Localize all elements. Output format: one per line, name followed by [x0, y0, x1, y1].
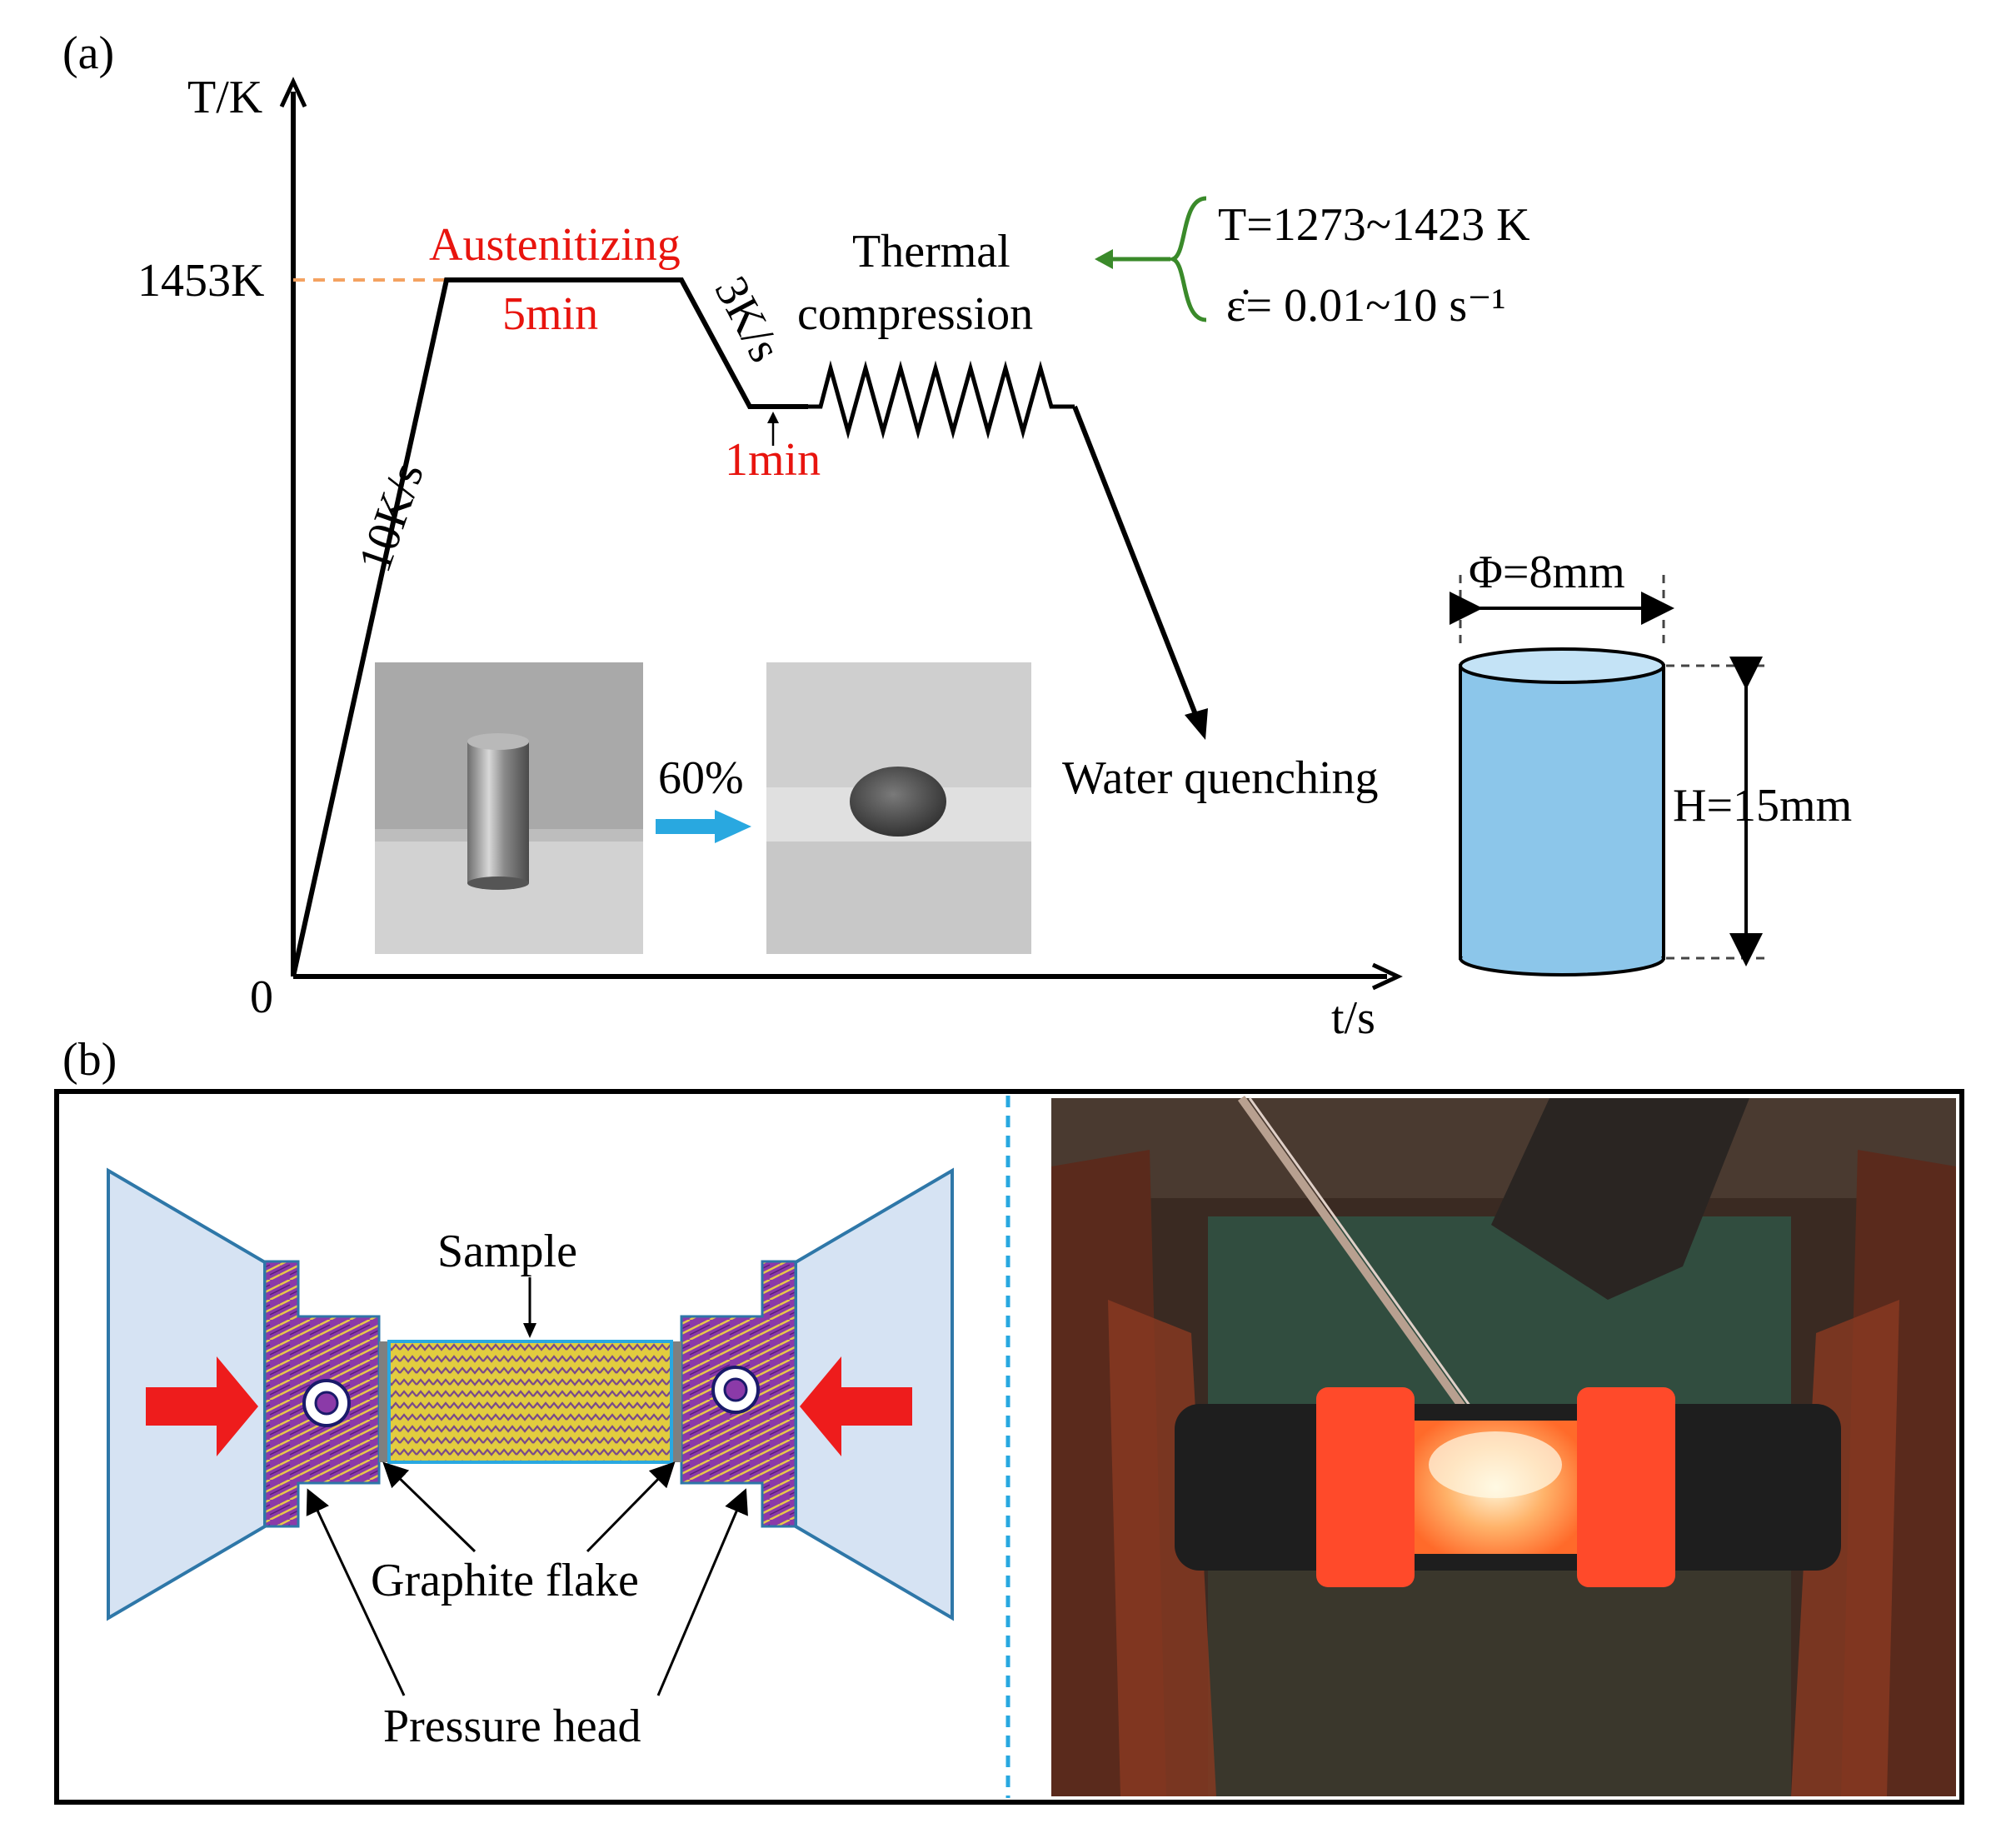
graphite-leader-right [586, 1461, 676, 1553]
photo-compressed-specimen [766, 662, 1031, 954]
panel-a-label: (a) [62, 27, 114, 79]
thermal-label-1: Thermal [852, 226, 1010, 277]
specimen-cylinder [1459, 647, 1665, 976]
graphite-label: Graphite flake [371, 1555, 639, 1606]
water-quenching-label: Water quenching [1062, 752, 1379, 804]
panel-b-frame [54, 1089, 1964, 1805]
right-force-arrow [800, 1356, 912, 1456]
pressure-head-leader-right [656, 1488, 748, 1696]
quench-arrowhead [1185, 708, 1208, 740]
green-arrow-head [1095, 249, 1113, 269]
x-axis-arrowhead [1371, 962, 1403, 991]
sample-label: Sample [437, 1226, 577, 1277]
photo-original-specimen [375, 662, 643, 954]
left-force-arrow [146, 1356, 258, 1456]
photo-hot-compression [1051, 1096, 1956, 1796]
cyan-arrow-head [715, 810, 751, 843]
height-label: H=15mm [1673, 780, 1852, 832]
x-axis-label: t/s [1331, 992, 1375, 1044]
left-bolt [302, 1379, 351, 1427]
panel-b-label: (b) [62, 1034, 117, 1086]
right-graphite-flake [671, 1341, 681, 1462]
y-axis-arrowhead [279, 77, 307, 108]
origin-label: 0 [250, 971, 273, 1023]
hold-pointer-head [767, 412, 779, 423]
pressure-head-leader-left [306, 1488, 406, 1696]
temperature-range-label: T=1273~1423 K [1218, 199, 1530, 251]
sample-block [387, 1340, 673, 1464]
compression-zigzag [808, 360, 1075, 440]
hold-time-label: 1min [725, 434, 821, 486]
cyan-arrow-shaft [656, 819, 718, 834]
austenitizing-time-label: 5min [502, 288, 598, 340]
strain-rate-label: ε̇= 0.01~10 s⁻¹ [1226, 280, 1506, 332]
left-graphite-flake [379, 1341, 389, 1462]
graphite-leader-left [382, 1461, 477, 1553]
y-axis-label: T/K [187, 72, 262, 123]
right-bolt [711, 1366, 760, 1414]
quench-line [1072, 405, 1202, 727]
thermal-label-2: compression [797, 288, 1033, 340]
pressure-head-label: Pressure head [383, 1701, 641, 1752]
sample-leader-head [523, 1323, 536, 1338]
heating-rate-label: 10K/s [349, 457, 434, 579]
process-curve-heating [291, 277, 808, 977]
austenitizing-label: Austenitizing [429, 219, 681, 271]
temp-tick-label: 1453K [137, 255, 264, 307]
green-brace [1166, 196, 1207, 322]
reduction-label: 60% [658, 752, 744, 804]
cooling-rate-label: 3K/s [705, 268, 791, 371]
diameter-label: Φ=8mm [1469, 547, 1625, 598]
